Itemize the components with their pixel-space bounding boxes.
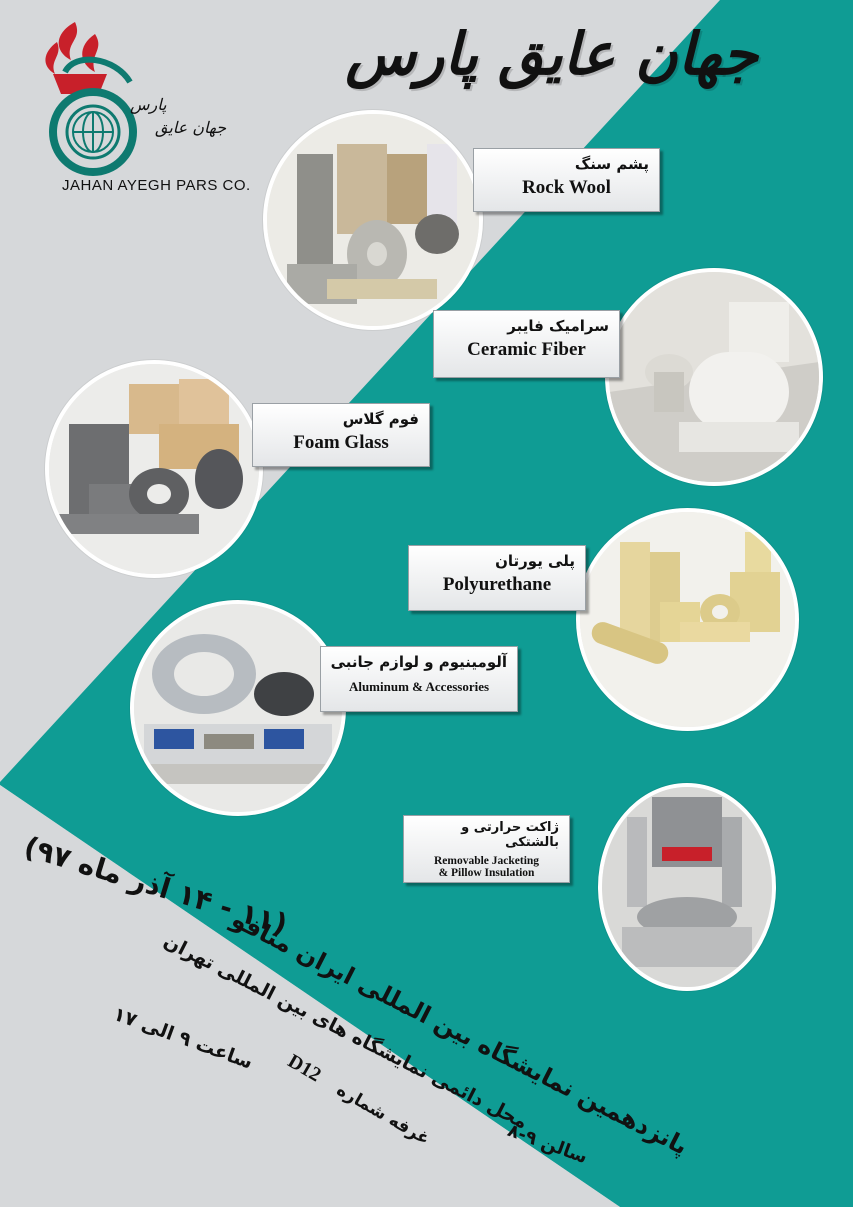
aluminum-photo — [130, 600, 346, 816]
rock-wool-name-fa: پشم سنگ — [574, 155, 649, 173]
rock-wool-name-en: Rock Wool — [522, 177, 611, 198]
foam-glass-name-en: Foam Glass — [293, 432, 389, 453]
jacketing-name-fa: ژاکت حرارتی و بالشتکی — [461, 820, 559, 850]
aluminum-name-en: Aluminum & Accessories — [348, 679, 490, 694]
logo-name-fa-line1: پارس — [130, 95, 167, 114]
polyurethane-label: پلی یورتان Polyurethane — [408, 545, 586, 611]
aluminum-label: آلومینیوم و لوازم جانبی Aluminum & Acces… — [320, 646, 518, 712]
logo-name-fa-line2: جهان عایق — [155, 118, 227, 137]
logo-name-en: JAHAN AYEGH PARS CO. — [62, 177, 251, 194]
jacketing-name-en-line2: & Pillow Insulation — [438, 867, 535, 879]
brand-title: جهان عایق پارس — [345, 20, 758, 88]
polyurethane-photo — [576, 508, 799, 731]
foam-glass-photo — [45, 360, 263, 578]
ceramic-fiber-name-en: Ceramic Fiber — [467, 339, 586, 360]
company-logo — [45, 22, 137, 176]
polyurethane-name-fa: پلی یورتان — [495, 552, 575, 570]
ceramic-fiber-label: سرامیک فایبر Ceramic Fiber — [433, 310, 620, 378]
ceramic-fiber-name-fa: سرامیک فایبر — [507, 317, 609, 335]
rock-wool-label: پشم سنگ Rock Wool — [473, 148, 660, 212]
polyurethane-name-en: Polyurethane — [442, 574, 552, 595]
foam-glass-name-fa: فوم گلاس — [342, 410, 419, 428]
aluminum-name-fa: آلومینیوم و لوازم جانبی — [330, 653, 507, 671]
jacketing-label: ژاکت حرارتی و بالشتکی Removable Jacketin… — [403, 815, 570, 883]
foam-glass-label: فوم گلاس Foam Glass — [252, 403, 430, 467]
jacketing-name-en-line1: Removable Jacketing — [433, 855, 540, 867]
rock-wool-photo — [263, 110, 483, 330]
ceramic-fiber-photo — [605, 268, 823, 486]
jacketing-photo — [598, 783, 776, 991]
